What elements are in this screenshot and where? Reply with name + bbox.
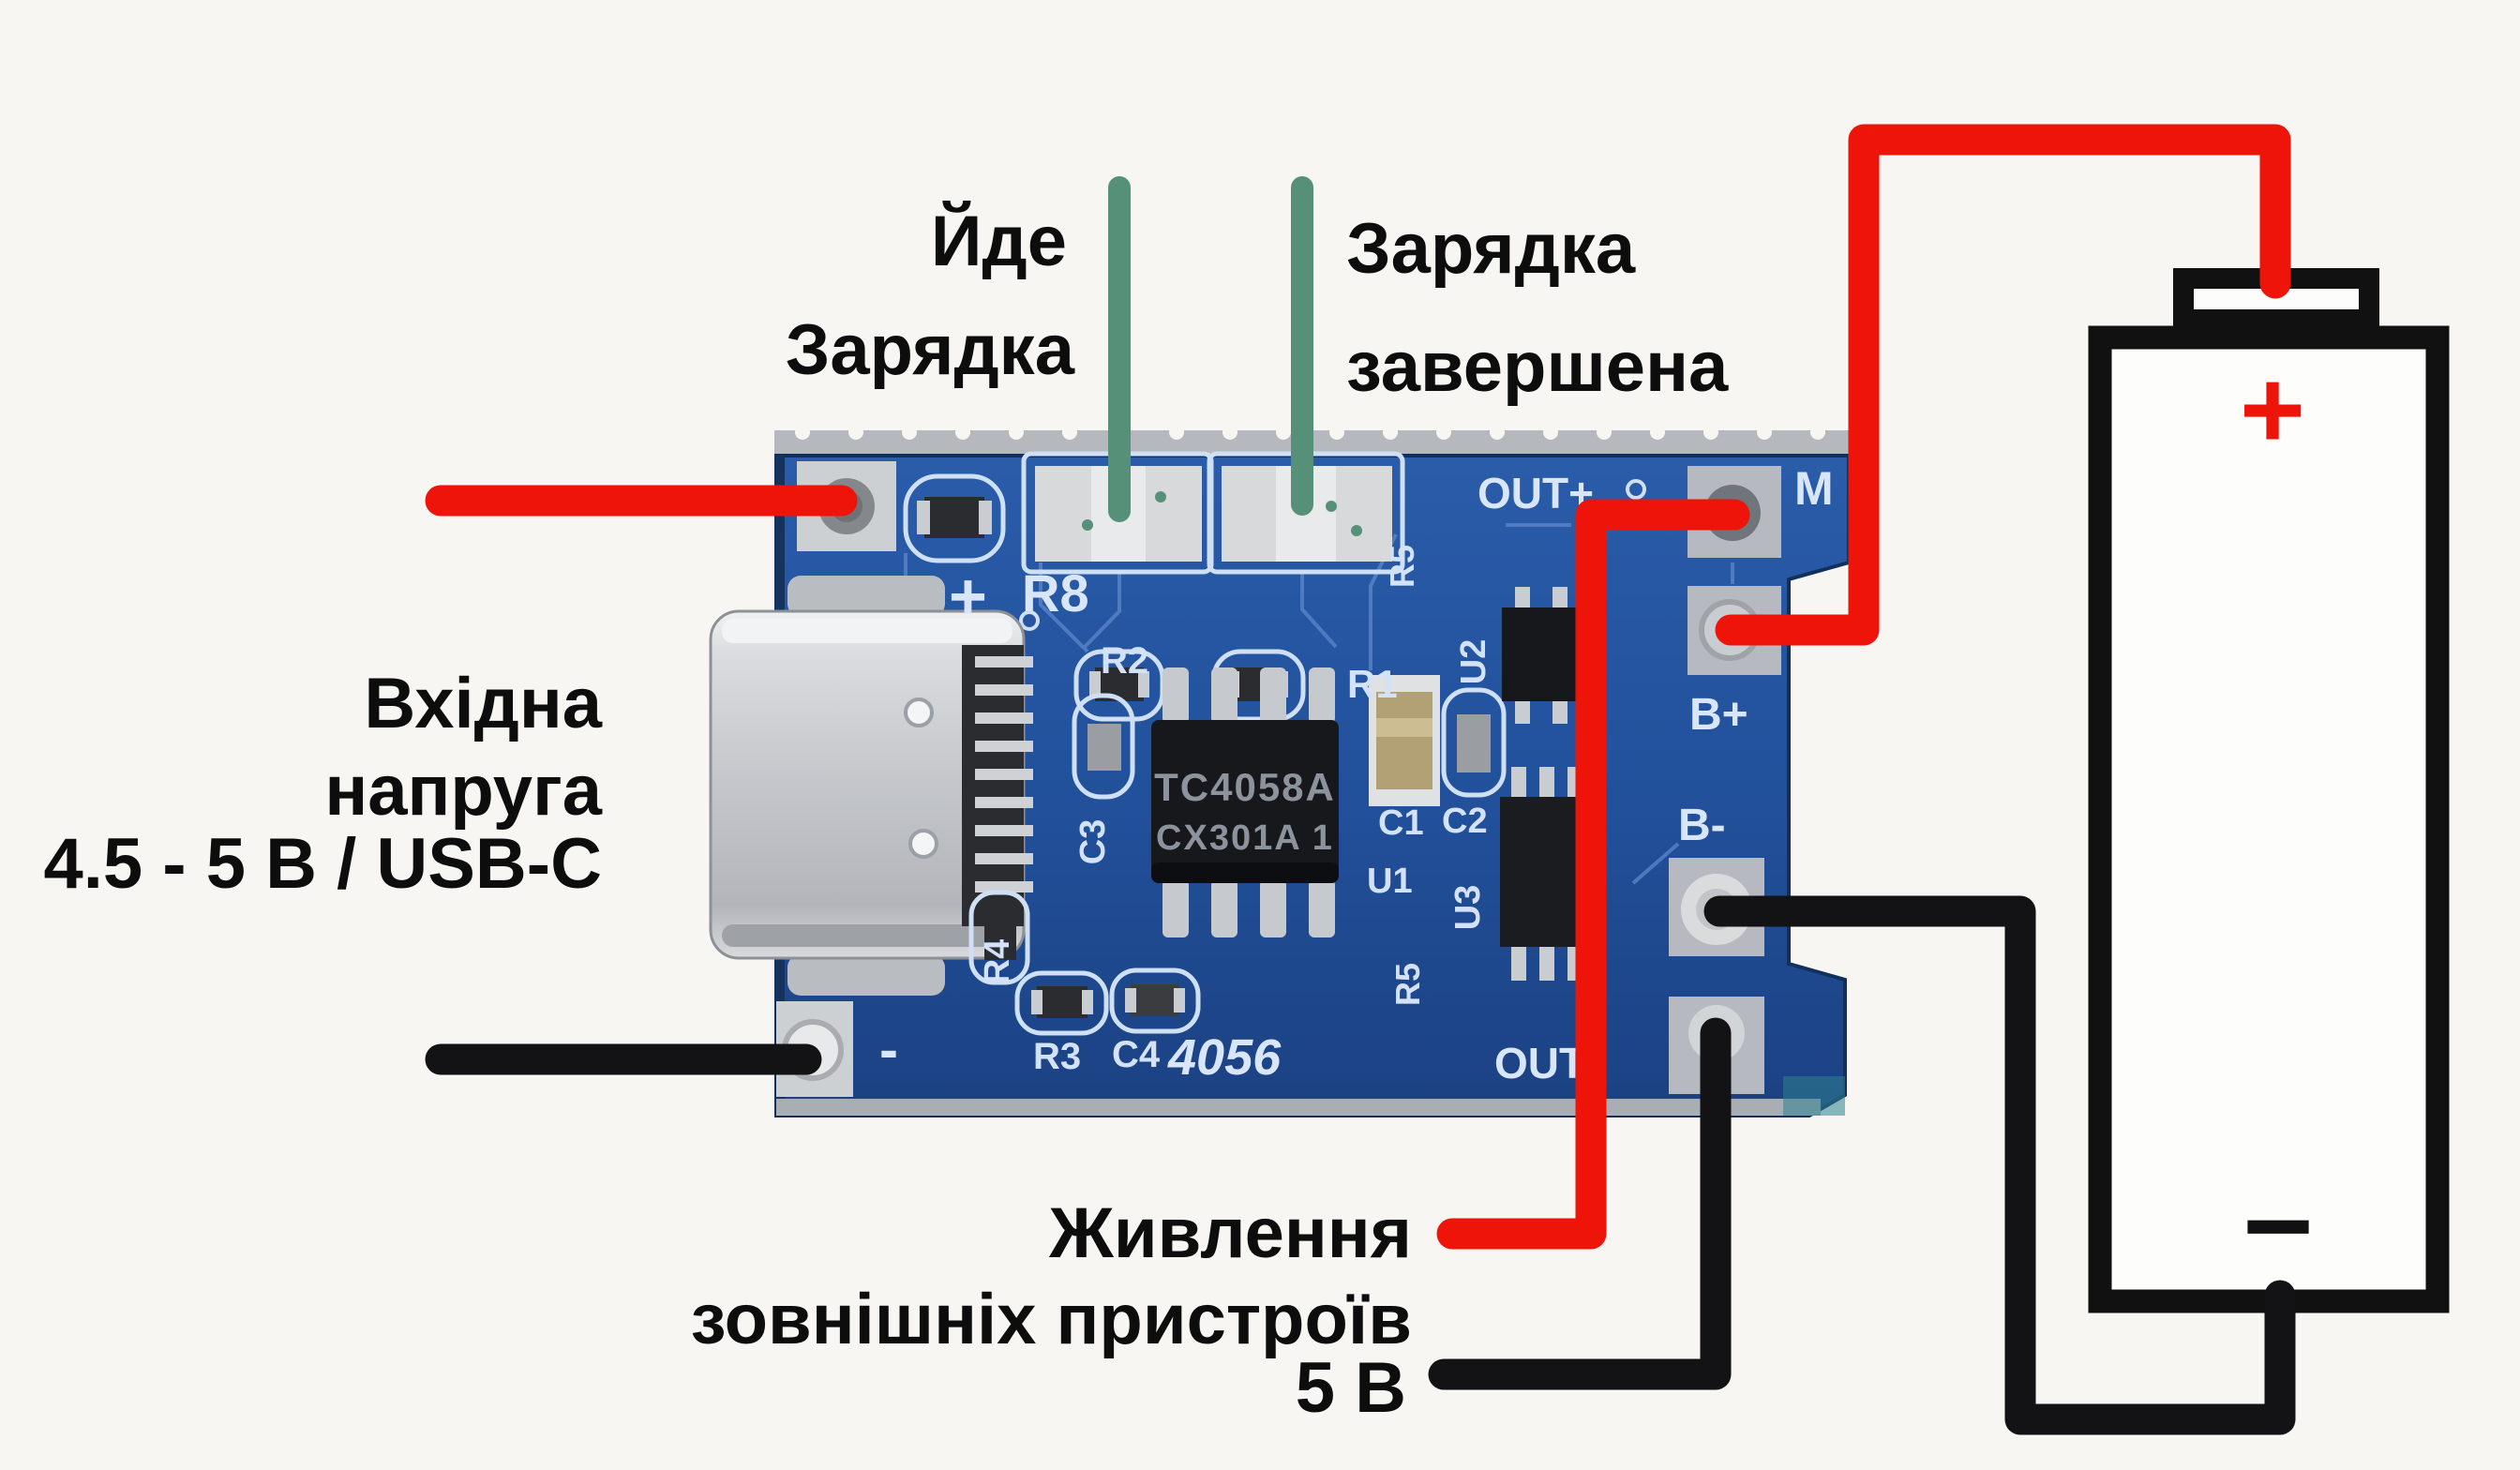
annotations: Йде Зарядка Зарядка завершена Вхідна нап… (44, 201, 1729, 1428)
wire-b-minus-to-battery (1703, 895, 2296, 1435)
battery-plus-sign: + (2240, 347, 2305, 472)
silk-c3: C3 (1073, 819, 1113, 865)
battery-body (2088, 325, 2450, 1313)
silk-r8: R8 (1022, 563, 1089, 622)
battery-cap (2173, 268, 2379, 330)
component-r3 (1014, 970, 1109, 1036)
wires (425, 124, 2296, 1435)
wire-out-plus-to-load (1436, 499, 1750, 1250)
copper-traces (904, 523, 1734, 885)
label-charging-line1: Йде (931, 201, 1067, 281)
chip-marking-line1: TC4058A (1154, 765, 1336, 809)
label-input-line1: Вхідна (364, 664, 602, 743)
usb-pins (975, 656, 1033, 892)
silk-c1: C1 (1378, 803, 1424, 843)
silkscreen-labels: + R8 OUT+ M B+ B- OUT- 4056 - R1 R2 R3 C… (879, 462, 1834, 1088)
silk-r4: R4 (978, 939, 1017, 985)
silk-model: 4056 (1167, 1029, 1282, 1086)
capacitor-c2 (1441, 687, 1507, 798)
usb-c-connector (709, 576, 1033, 996)
silk-c4: C4 (1112, 1034, 1161, 1075)
chip-marking-line2: CX301A 1 (1156, 818, 1334, 858)
label-charged-line2: завершена (1346, 327, 1729, 407)
component-c3 (1072, 693, 1135, 800)
led-charged (1207, 451, 1405, 575)
label-output-line1: Живлення (1048, 1193, 1412, 1273)
chip-u3 (1500, 767, 1582, 981)
resistor-r8 (903, 473, 1006, 563)
label-charging-line2: Зарядка (786, 310, 1075, 390)
silk-minus-mark: - (879, 1018, 898, 1081)
label-charged-line1: Зарядка (1346, 209, 1636, 289)
silk-b-minus: B- (1678, 801, 1726, 850)
wire-out-minus-to-load (1428, 1017, 1732, 1390)
led-pointer-lines (1108, 176, 1313, 522)
silk-r2: R2 (1101, 640, 1148, 682)
label-output-power: Живлення зовнішніх пристроїв 5 В (691, 1193, 1412, 1428)
silk-r3: R3 (1033, 1036, 1081, 1077)
board-bottom-edge (776, 1099, 1821, 1116)
silk-u2: U2 (1454, 639, 1493, 685)
silk-out-plus: OUT+ (1478, 469, 1594, 518)
battery-minus-sign: − (2242, 1157, 2314, 1294)
label-input-line2: напруга (324, 751, 602, 831)
chip-u1: TC4058A CX301A 1 (1151, 668, 1339, 938)
capacitor-c1 (1369, 675, 1440, 806)
component-r4 (968, 890, 1030, 985)
silk-b-plus: B+ (1689, 690, 1748, 740)
usb-dimple-top (904, 698, 934, 728)
battery-symbol: + − (2088, 268, 2450, 1313)
silk-r1: R1 (1347, 662, 1398, 706)
usb-dimple-bottom (908, 829, 938, 859)
board-corner-tint (1783, 1076, 1845, 1116)
silk-r5-top: R5 (1383, 545, 1421, 588)
label-charging-led: Йде Зарядка (786, 201, 1075, 390)
silk-m: M (1794, 462, 1834, 515)
label-input-voltage: Вхідна напруга 4.5 - 5 В / USB-C (44, 664, 603, 904)
label-output-line2: зовнішніх пристроїв (691, 1280, 1412, 1359)
silk-r5-bottom: R5 (1388, 963, 1427, 1006)
component-c4 (1109, 968, 1201, 1034)
wire-b-plus-to-battery (1715, 124, 2291, 646)
label-charged-led: Зарядка завершена (1346, 209, 1729, 407)
label-input-line3: 4.5 - 5 В / USB-C (44, 824, 602, 904)
label-output-line3: 5 В (1296, 1348, 1406, 1428)
silk-plus: + (949, 560, 987, 633)
silk-c2: C2 (1442, 802, 1488, 841)
silk-u3: U3 (1448, 885, 1488, 931)
chip-u2 (1502, 587, 1584, 724)
silk-u1: U1 (1367, 862, 1413, 901)
